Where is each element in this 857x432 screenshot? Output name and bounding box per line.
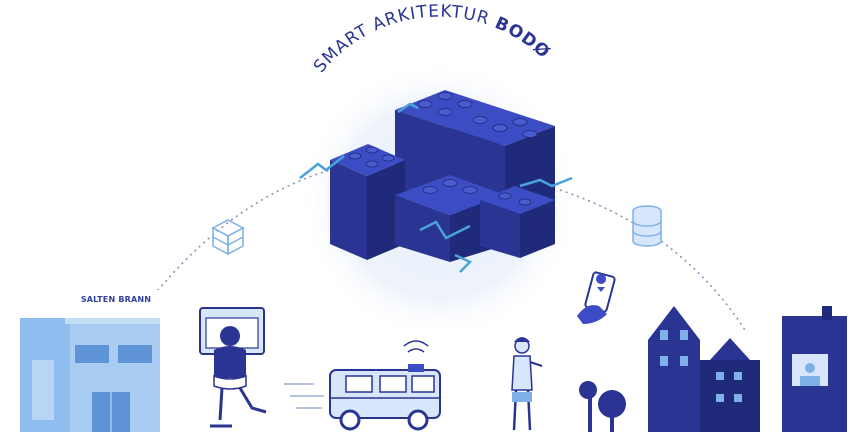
- wifi-signal-icon: [403, 340, 429, 353]
- database-icon: [632, 205, 662, 247]
- cube-wireframe-icon: [211, 219, 245, 256]
- trees: [579, 381, 626, 432]
- title-city: BODØ: [492, 13, 554, 63]
- person-with-phone: [511, 337, 543, 431]
- fire-station-building: [20, 318, 160, 432]
- dotted-connection-left: [149, 169, 331, 301]
- speed-lines: [284, 383, 324, 409]
- city-buildings: [648, 306, 847, 432]
- person-at-screen: [199, 307, 267, 428]
- lego-block-cluster: [299, 90, 573, 273]
- phone-location-icon: [577, 271, 616, 324]
- building-sign: SALTEN BRANN: [70, 290, 162, 308]
- emergency-van: [329, 364, 441, 431]
- dotted-connection-right: [559, 189, 746, 331]
